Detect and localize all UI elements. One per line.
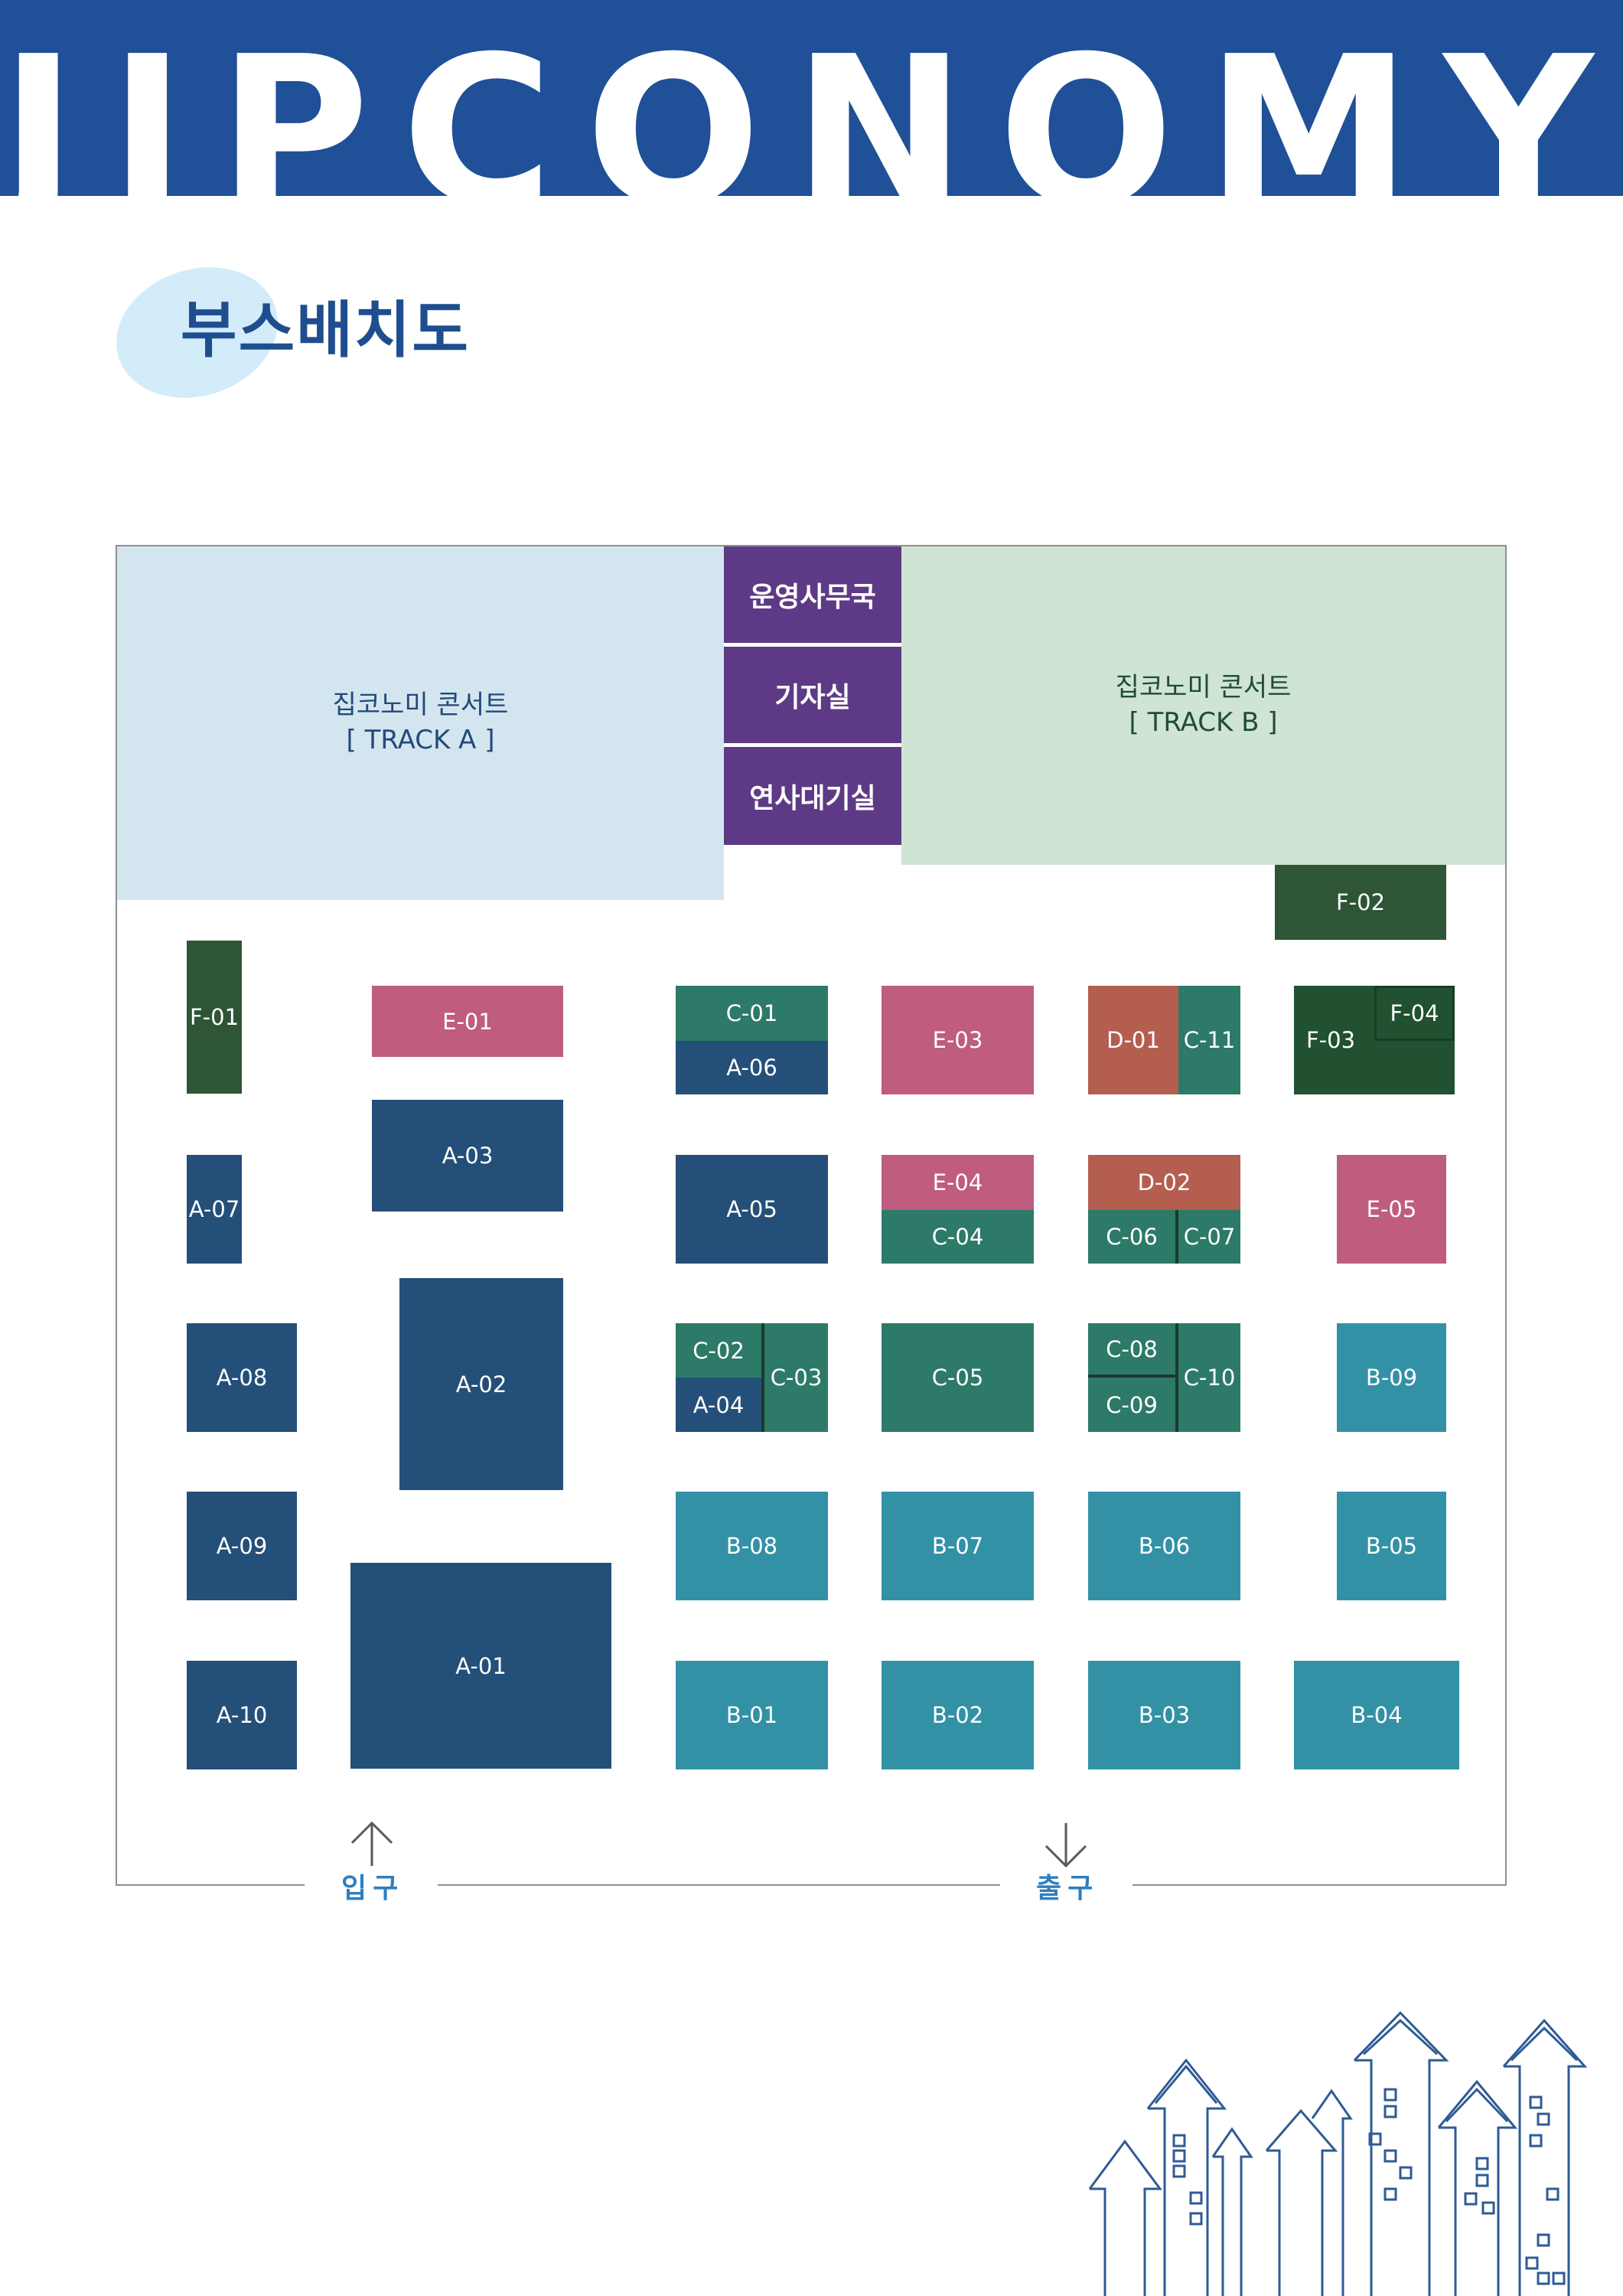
- booth-a-08[interactable]: A-08: [187, 1323, 297, 1432]
- booth-b-03[interactable]: B-03: [1088, 1661, 1240, 1769]
- booth-b-08[interactable]: B-08: [676, 1492, 828, 1600]
- booth-b-04[interactable]: B-04: [1294, 1661, 1459, 1769]
- booth-e-03[interactable]: E-03: [882, 986, 1034, 1094]
- header-band: JIPCONOMY: [0, 0, 1623, 196]
- room-operations-office[interactable]: 운영사무국: [724, 546, 901, 643]
- booth-c-08[interactable]: C-08: [1088, 1323, 1178, 1378]
- track-b-label: [ TRACK B ]: [1129, 707, 1278, 738]
- booth-c-09[interactable]: C-09: [1088, 1378, 1178, 1432]
- booth-a-02[interactable]: A-02: [399, 1278, 563, 1490]
- booth-c-01[interactable]: C-01: [676, 986, 828, 1041]
- booth-f-01[interactable]: F-01: [187, 941, 242, 1094]
- booth-c-06[interactable]: C-06: [1088, 1210, 1178, 1264]
- booth-b-09[interactable]: B-09: [1337, 1323, 1446, 1432]
- booth-a-07[interactable]: A-07: [187, 1155, 242, 1264]
- frame-bottom-line-right: [1133, 1884, 1507, 1886]
- booth-c-07[interactable]: C-07: [1178, 1210, 1240, 1264]
- booth-a-04[interactable]: A-04: [676, 1378, 764, 1432]
- booth-c-05[interactable]: C-05: [882, 1323, 1034, 1432]
- room-speaker-waiting[interactable]: 연사대기실: [724, 747, 901, 845]
- arrow-up-icon: [350, 1821, 393, 1866]
- booth-c-03[interactable]: C-03: [764, 1323, 828, 1432]
- track-b-name: 집코노미 콘서트: [1115, 672, 1292, 703]
- city-arrows-illustration: [1088, 2011, 1588, 2296]
- booth-b-06[interactable]: B-06: [1088, 1492, 1240, 1600]
- booth-e-04[interactable]: E-04: [882, 1155, 1034, 1210]
- booth-b-05[interactable]: B-05: [1337, 1492, 1446, 1600]
- booth-a-01[interactable]: A-01: [350, 1563, 611, 1769]
- room-press[interactable]: 기자실: [724, 647, 901, 743]
- booth-d-02[interactable]: D-02: [1088, 1155, 1240, 1210]
- booth-e-01[interactable]: E-01: [372, 986, 563, 1057]
- booth-d-01[interactable]: D-01: [1088, 986, 1178, 1094]
- entrance-label: 입구: [341, 1873, 405, 1904]
- booth-a-10[interactable]: A-10: [187, 1661, 297, 1769]
- track-a-name: 집코노미 콘서트: [332, 690, 509, 721]
- booth-e-05[interactable]: E-05: [1337, 1155, 1446, 1264]
- booth-a-03[interactable]: A-03: [372, 1100, 563, 1212]
- arrow-down-icon: [1045, 1823, 1087, 1868]
- concert-zone-track-a[interactable]: 집코노미 콘서트 [ TRACK A ]: [117, 546, 724, 900]
- booth-c-10[interactable]: C-10: [1178, 1323, 1240, 1432]
- track-a-label: [ TRACK A ]: [346, 725, 495, 755]
- booth-a-05[interactable]: A-05: [676, 1155, 828, 1264]
- frame-bottom-line-middle: [438, 1884, 1000, 1886]
- booth-a-06[interactable]: A-06: [676, 1041, 828, 1094]
- floor-map-frame: [116, 545, 1507, 1885]
- exit-label: 출구: [1036, 1873, 1100, 1904]
- booth-b-02[interactable]: B-02: [882, 1661, 1034, 1769]
- booth-b-07[interactable]: B-07: [882, 1492, 1034, 1600]
- concert-zone-track-b[interactable]: 집코노미 콘서트 [ TRACK B ]: [901, 546, 1505, 865]
- booth-f-04[interactable]: F-04: [1374, 986, 1455, 1041]
- booth-c-04[interactable]: C-04: [882, 1210, 1034, 1264]
- brand-logo-text: JIPCONOMY: [0, 11, 1623, 197]
- booth-b-01[interactable]: B-01: [676, 1661, 828, 1769]
- booth-f-02[interactable]: F-02: [1275, 865, 1446, 940]
- frame-bottom-line-left: [116, 1884, 305, 1886]
- booth-c-11[interactable]: C-11: [1178, 986, 1240, 1094]
- booth-a-09[interactable]: A-09: [187, 1492, 297, 1600]
- booth-c-02[interactable]: C-02: [676, 1323, 764, 1378]
- page-title: 부스배치도: [181, 295, 470, 366]
